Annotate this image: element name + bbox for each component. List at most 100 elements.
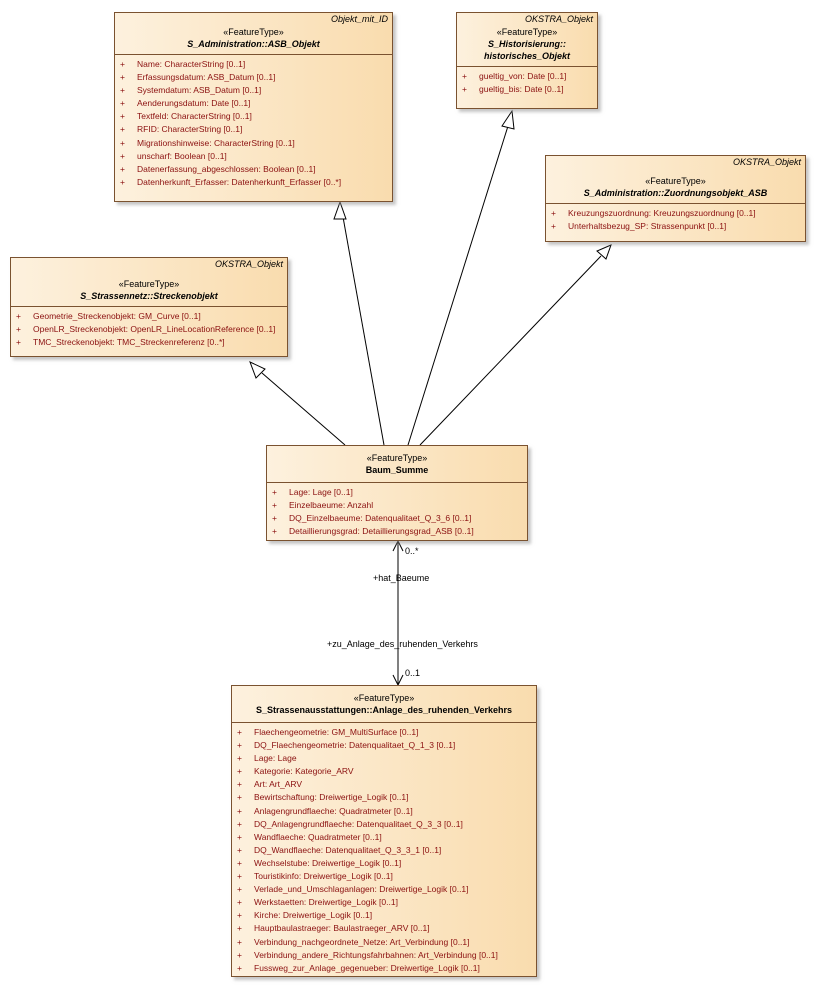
- attribute-row: +Lage: Lage [0..1]: [267, 486, 527, 499]
- attribute-text: DQ_Einzelbaeume: Datenqualitaet_Q_3_6 [0…: [289, 513, 472, 524]
- class-streckenobjekt-attributes: +Geometrie_Streckenobjekt: GM_Curve [0..…: [11, 307, 287, 353]
- attribute-row: +Verbindung_nachgeordnete_Netze: Art_Ver…: [232, 936, 536, 949]
- visibility-public-marker: +: [120, 72, 125, 83]
- attribute-text: Kirche: Dreiwertige_Logik [0..1]: [254, 910, 373, 921]
- attribute-row: +Wandflaeche: Quadratmeter [0..1]: [232, 831, 536, 844]
- attribute-row: +OpenLR_Streckenobjekt: OpenLR_LineLocat…: [11, 323, 287, 336]
- attribute-row: +Systemdatum: ASB_Datum [0..1]: [115, 84, 392, 97]
- class-streckenobjekt-name: S_Strassennetz::Streckenobjekt: [80, 291, 218, 301]
- attribute-text: Einzelbaeume: Anzahl: [289, 500, 374, 511]
- visibility-public-marker: +: [237, 962, 242, 973]
- attribute-row: +Einzelbaeume: Anzahl: [267, 499, 527, 512]
- class-anlage-ruhender-verkehr-name: S_Strassenausstattungen::Anlage_des_ruhe…: [255, 705, 513, 715]
- association-role-top: +hat_Baeume: [373, 573, 430, 583]
- visibility-public-marker: +: [237, 753, 242, 764]
- visibility-public-marker: +: [120, 98, 125, 109]
- attribute-text: DQ_Wandflaeche: Datenqualitaet_Q_3_3_1 […: [254, 844, 442, 855]
- class-anlage-ruhender-verkehr[interactable]: «FeatureType» S_Strassenausstattungen::A…: [231, 685, 537, 977]
- class-historisches-objekt-parent: OKSTRA_Objekt: [524, 14, 593, 24]
- visibility-public-marker: +: [237, 923, 242, 934]
- class-zuordnungsobjekt-asb-header: OKSTRA_Objekt «FeatureType» S_Administra…: [546, 156, 805, 204]
- attribute-text: DQ_Anlagengrundflaeche: Datenqualitaet_Q…: [254, 818, 463, 829]
- class-anlage-ruhender-verkehr-stereotype: «FeatureType»: [353, 693, 415, 703]
- class-baum-summe-name: Baum_Summe: [365, 465, 429, 475]
- generalization-line-asb-objekt: [342, 216, 385, 446]
- visibility-public-marker: +: [237, 818, 242, 829]
- attribute-row: +Anlagengrundflaeche: Quadratmeter [0..1…: [232, 805, 536, 818]
- attribute-row: +DQ_Flaechengeometrie: Datenqualitaet_Q_…: [232, 739, 536, 752]
- attribute-text: Lage: Lage [0..1]: [289, 487, 353, 497]
- attribute-row: + Wechselstube: Dreiwertige_Logik [0..1]: [232, 857, 536, 870]
- visibility-public-marker: +: [551, 208, 556, 218]
- class-asb-objekt-stereotype: «FeatureType»: [223, 27, 284, 37]
- class-streckenobjekt-parent: OKSTRA_Objekt: [214, 259, 283, 269]
- visibility-public-marker: +: [272, 513, 277, 524]
- generalization-line-zuordnungsobjekt: [419, 255, 602, 446]
- attribute-text: TMC_Streckenobjekt: TMC_Streckenreferenz…: [33, 337, 225, 348]
- attribute-text: Verbindung_andere_Richtungsfahrbahnen: A…: [254, 949, 498, 960]
- attribute-text: Datenerfassung_abgeschlossen: Boolean [0…: [137, 163, 316, 174]
- visibility-public-marker: +: [16, 311, 21, 321]
- visibility-public-marker: +: [237, 857, 242, 868]
- visibility-public-marker: +: [237, 727, 242, 737]
- attribute-text: Aenderungsdatum: Date [0..1]: [137, 98, 251, 109]
- class-baum-summe[interactable]: «FeatureType» Baum_Summe +Lage: Lage [0.…: [266, 445, 528, 541]
- attribute-row: + Verlade_und_Umschlaganlagen: Dreiwertig…: [232, 883, 536, 896]
- class-baum-summe-stereotype: «FeatureType»: [366, 453, 428, 463]
- attribute-text: gueltig_von: Date [0..1]: [479, 71, 567, 81]
- attribute-text: Wechselstube: Dreiwertige_Logik [0..1]: [254, 857, 402, 868]
- visibility-public-marker: +: [237, 779, 242, 790]
- visibility-public-marker: +: [237, 949, 242, 960]
- attribute-row: +Textfeld: CharacterString [0..1]: [115, 110, 392, 123]
- class-historisches-objekt-attributes: + gueltig_von: Date [0..1] +gueltig_bis: D…: [457, 67, 597, 100]
- attribute-text: Datenherkunft_Erfasser: Datenherkunft_Er…: [137, 176, 342, 187]
- class-zuordnungsobjekt-asb[interactable]: OKSTRA_Objekt «FeatureType» S_Administra…: [545, 155, 806, 242]
- class-asb-objekt[interactable]: Objekt_mit_ID «FeatureType» S_Administra…: [114, 12, 393, 202]
- class-historisches-objekt[interactable]: OKSTRA_Objekt «FeatureType» S_Historisie…: [456, 12, 598, 109]
- attribute-row: + DQ_Anlagengrundflaeche: Datenqualitaet_…: [232, 818, 536, 831]
- attribute-text: Kreuzungszuordnung: Kreuzungszuordnung […: [568, 208, 756, 218]
- attribute-row: +Bewirtschaftung: Dreiwertige_Logik [0..…: [232, 791, 536, 804]
- class-historisches-objekt-name-line2: historisches_Objekt: [483, 51, 571, 61]
- attribute-row: + Name: CharacterString [0..1]: [115, 58, 392, 71]
- generalization-arrow-asb-objekt: [333, 200, 347, 220]
- visibility-public-marker: +: [237, 766, 242, 777]
- generalization-line-historisches-objekt: [407, 125, 509, 446]
- class-asb-objekt-parent: Objekt_mit_ID: [330, 14, 388, 24]
- association-role-bottom: +zu_Anlage_des_ruhenden_Verkehrs: [327, 639, 478, 649]
- class-historisches-objekt-name-line1: S_Historisierung::: [487, 39, 566, 49]
- visibility-public-marker: +: [120, 59, 125, 69]
- class-anlage-ruhender-verkehr-header: «FeatureType» S_Strassenausstattungen::A…: [232, 686, 536, 723]
- class-streckenobjekt-stereotype: «FeatureType»: [118, 279, 180, 289]
- class-zuordnungsobjekt-asb-name: S_Administration::Zuordnungsobjekt_ASB: [583, 188, 768, 198]
- attribute-row: +gueltig_bis: Date [0..1]: [457, 83, 597, 96]
- attribute-text: Erfassungsdatum: ASB_Datum [0..1]: [137, 72, 276, 83]
- class-streckenobjekt[interactable]: OKSTRA_Objekt «FeatureType» S_Strassenne…: [10, 257, 288, 357]
- attribute-row: +TMC_Streckenobjekt: TMC_Streckenreferen…: [11, 336, 287, 349]
- attribute-text: Unterhaltsbezug_SP: Strassenpunkt [0..1]: [568, 221, 727, 232]
- visibility-public-marker: +: [16, 324, 21, 335]
- visibility-public-marker: +: [462, 71, 467, 81]
- attribute-text: Migrationshinweise: CharacterString [0..…: [137, 137, 295, 148]
- attribute-row: + gueltig_von: Date [0..1]: [457, 70, 597, 83]
- attribute-row: + Kreuzungszuordnung: Kreuzungszuordnung …: [546, 207, 805, 220]
- attribute-row: +Migrationshinweise: CharacterString [0.…: [115, 137, 392, 150]
- attribute-text: gueltig_bis: Date [0..1]: [479, 84, 564, 95]
- attribute-text: Textfeld: CharacterString [0..1]: [137, 111, 252, 122]
- attribute-text: Name: CharacterString [0..1]: [137, 59, 246, 69]
- visibility-public-marker: +: [237, 844, 242, 855]
- attribute-text: Touristikinfo: Dreiwertige_Logik [0..1]: [254, 871, 393, 882]
- visibility-public-marker: +: [237, 884, 242, 895]
- attribute-text: Kategorie: Kategorie_ARV: [254, 766, 354, 777]
- visibility-public-marker: +: [120, 150, 125, 161]
- attribute-row: +Datenerfassung_abgeschlossen: Boolean […: [115, 163, 392, 176]
- attribute-row: + Erfassungsdatum: ASB_Datum [0..1]: [115, 71, 392, 84]
- class-zuordnungsobjekt-asb-parent: OKSTRA_Objekt: [732, 157, 801, 167]
- attribute-text: Verlade_und_Umschlaganlagen: Dreiwertige…: [254, 884, 469, 895]
- attribute-row: + DQ_Wandflaeche: Datenqualitaet_Q_3_3_1 …: [232, 844, 536, 857]
- class-asb-objekt-attributes: + Name: CharacterString [0..1] + Erfassungs…: [115, 55, 392, 193]
- visibility-public-marker: +: [237, 936, 242, 947]
- visibility-public-marker: +: [120, 85, 125, 96]
- generalization-arrow-zuordnungsobjekt: [596, 244, 612, 260]
- attribute-text: RFID: CharacterString [0..1]: [137, 124, 243, 135]
